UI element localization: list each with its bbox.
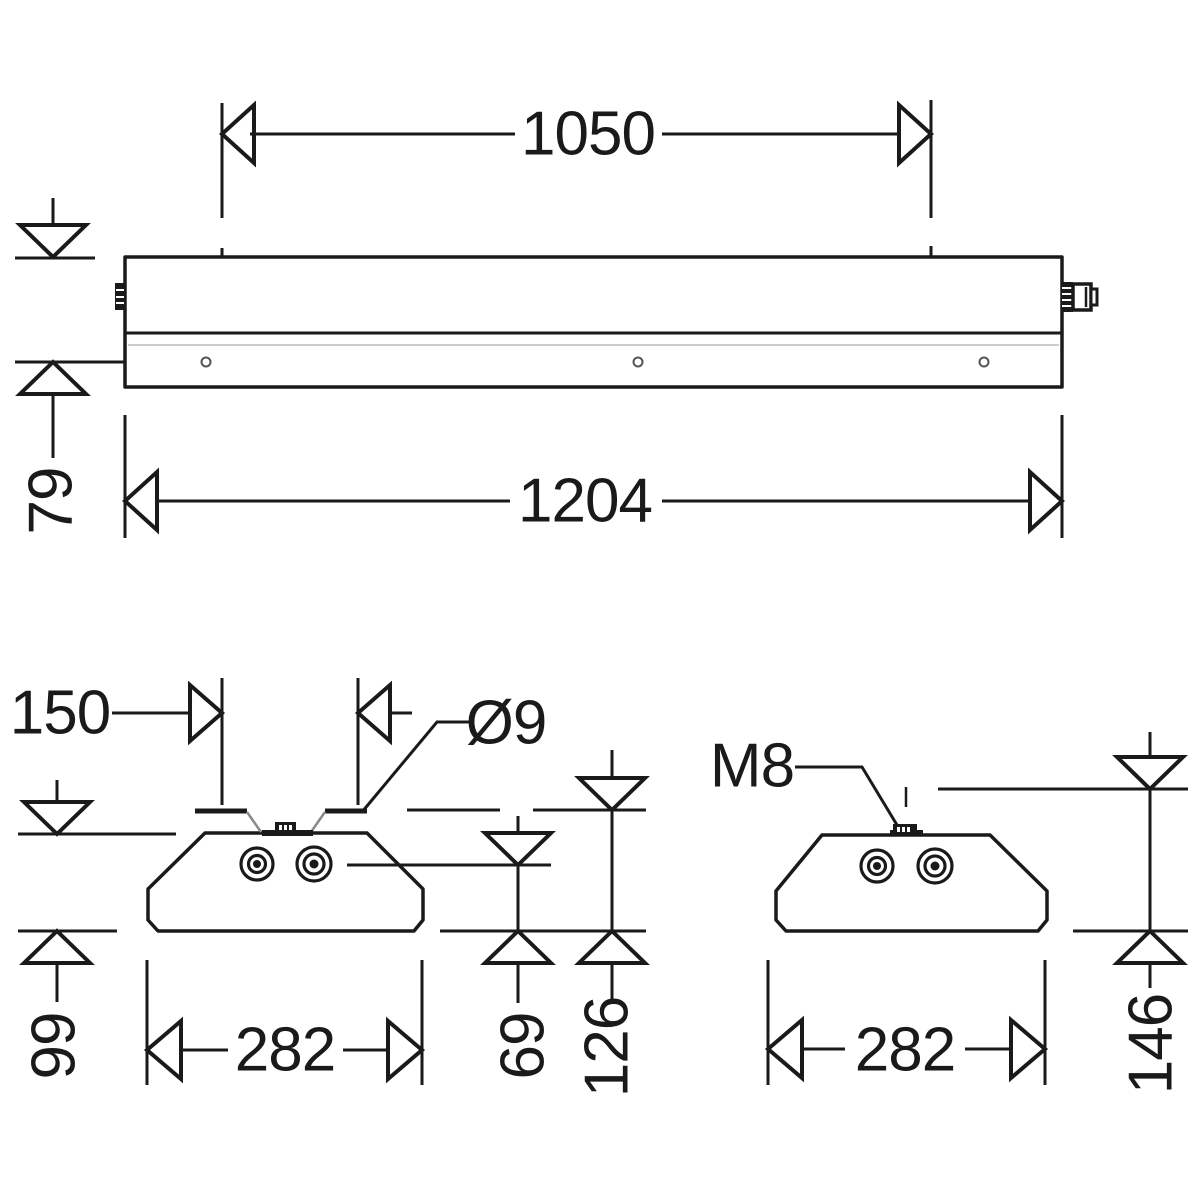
screw-right-small — [859, 848, 895, 884]
dim-body-height-label: 79 — [17, 468, 86, 535]
dim-body-height: 79 — [15, 198, 177, 534]
dim-bracket-slot-span: 150 — [10, 678, 412, 805]
dim-overall-height: 146 — [938, 732, 1188, 1094]
dim-housing-width-left: 282 — [143, 960, 426, 1085]
slot-diameter-callout: Ø9 — [360, 689, 547, 813]
dim-suspension-pitch: 1050 — [219, 100, 934, 272]
right-section-view: M8 — [710, 732, 1188, 1094]
m8-stud-left — [275, 822, 296, 833]
dim-bracket-overall-height-label: 126 — [573, 997, 642, 1097]
dim-housing-height-label: 99 — [20, 1013, 89, 1080]
housing-section-left — [146, 831, 425, 933]
fixing-hole-1 — [200, 356, 212, 368]
m8-stud-right — [890, 787, 923, 836]
fixing-hole-2 — [632, 356, 644, 368]
stud-thread-callout: M8 — [710, 732, 899, 826]
dim-overall-length: 1204 — [122, 415, 1065, 538]
top-view: 1050 79 — [15, 100, 1099, 538]
left-section-view: 150 Ø9 — [10, 678, 650, 1097]
dim-housing-width-right-label: 282 — [855, 1016, 955, 1085]
dim-suspension-pitch-label: 1050 — [521, 100, 655, 169]
luminaire-housing-side — [115, 255, 1099, 389]
end-connector-left — [115, 283, 125, 310]
dim-housing-width-right: 282 — [764, 960, 1049, 1085]
dim-housing-height: 99 — [19, 780, 95, 1080]
dim-housing-width-left-label: 282 — [235, 1016, 335, 1085]
housing-section-right — [774, 833, 1049, 933]
screw-left-large — [295, 845, 333, 883]
dim-bracket-slot-span-label: 150 — [10, 679, 110, 748]
slot-diameter-label: Ø9 — [466, 689, 547, 758]
dim-screw-axis-height-label: 69 — [489, 1013, 558, 1080]
dim-bracket-overall-height: 126 — [573, 750, 650, 1097]
cable-gland-right — [1061, 282, 1099, 312]
dim-overall-height-label: 146 — [1117, 994, 1186, 1094]
screw-right-large — [916, 847, 954, 885]
stud-thread-label: M8 — [710, 732, 794, 801]
dim-overall-length-label: 1204 — [518, 467, 652, 536]
screw-left-small — [239, 846, 275, 882]
dim-screw-axis-height: 69 — [480, 816, 558, 1080]
mounting-bracket — [195, 808, 367, 836]
fixing-hole-3 — [978, 356, 990, 368]
